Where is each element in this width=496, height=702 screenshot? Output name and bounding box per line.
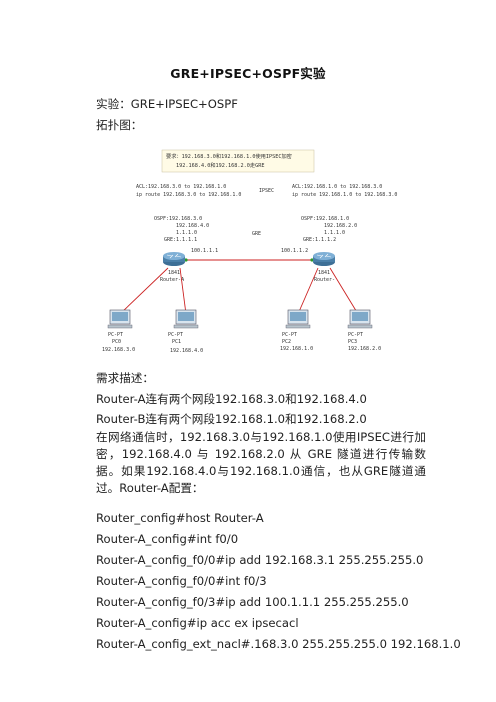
- document-title: GRE+IPSEC+OSPF实验: [170, 66, 326, 81]
- link-pc3: [329, 267, 359, 315]
- req-note-line1: 要求：192.168.3.0和192.168.1.0使用IPSEC加密: [166, 152, 292, 160]
- link-pc2: [297, 267, 319, 315]
- gre-label: GRE: [252, 231, 261, 237]
- router-b-icon: [313, 252, 335, 266]
- ospf-left-1: 192.168.4.0: [176, 223, 209, 229]
- link-pc1: [179, 267, 187, 315]
- config-line-6: Router-A_config_ext_nacl#.168.3.0 255.25…: [96, 637, 461, 651]
- config-line-4: Router-A_config_f0/3#ip add 100.1.1.1 25…: [96, 595, 409, 609]
- ospf-left-2: 1.1.1.0: [176, 230, 197, 236]
- pc3-icon: [347, 309, 373, 329]
- router-a-model: 1841: [168, 270, 180, 276]
- config-line-2: Router-A_config_f0/0#ip add 192.168.3.1 …: [96, 553, 424, 567]
- requirement-note-box: [161, 149, 315, 173]
- pc0-icon: [107, 309, 133, 329]
- pc1-name: PC1: [172, 339, 181, 345]
- ipsec-label: IPSEC: [259, 188, 274, 194]
- ospf-right-3: GRE:1.1.1.2: [303, 237, 336, 243]
- pc3-name: PC3: [348, 339, 357, 345]
- experiment-line: 实验：GRE+IPSEC+OSPF: [96, 97, 238, 111]
- ospf-left-3: GRE:1.1.1.1: [164, 237, 197, 243]
- link-port-b: [310, 258, 314, 262]
- acl-left-line1: ACL:192.168.3.0 to 192.168.1.0: [136, 184, 226, 190]
- pc3-ip: 192.168.2.0: [348, 346, 381, 352]
- requirement-line-2: Router-B连有两个网段192.168.1.0和192.168.2.0: [96, 412, 367, 426]
- req-note-line2: 192.168.4.0和192.168.2.0走GRE: [176, 161, 264, 169]
- pc2-type: PC-PT: [282, 332, 297, 338]
- pc2-icon: [285, 309, 311, 329]
- requirement-paragraph-text: 在网络通信时，192.168.3.0与192.168.1.0使用IPSEC进行加…: [96, 430, 426, 495]
- ospf-right-2: 1.1.1.0: [324, 230, 345, 236]
- config-line-1: Router-A_config#int f0/0: [96, 532, 239, 546]
- pc0-ip: 192.168.3.0: [102, 347, 135, 353]
- topology-label: 拓扑图：: [96, 118, 143, 132]
- acl-right-line2: ip route 192.168.1.0 to 192.168.3.0: [292, 192, 397, 198]
- router-a-name: Router-A: [160, 277, 184, 283]
- pc2-ip: 192.168.1.0: [280, 346, 313, 352]
- link-port-a: [184, 258, 188, 262]
- pc0-type: PC-PT: [108, 332, 123, 338]
- link-pc0: [119, 267, 169, 315]
- requirement-line-1: Router-A连有两个网段192.168.3.0和192.168.4.0: [96, 392, 367, 406]
- config-line-3: Router-A_config_f0/0#int f0/3: [96, 574, 267, 588]
- router-b-name: Router-: [314, 277, 335, 283]
- ospf-left-0: OSPF:192.168.3.0: [154, 216, 202, 222]
- pc1-icon: [173, 309, 199, 329]
- topology-diagram: 要求：192.168.3.0和192.168.1.0使用IPSEC加密 192.…: [102, 149, 397, 354]
- pc3-type: PC-PT: [348, 332, 363, 338]
- link-right-ip: 100.1.1.2: [281, 248, 308, 254]
- config-line-0: Router_config#host Router-A: [96, 511, 264, 525]
- ospf-right-0: OSPF:192.168.1.0: [301, 216, 349, 222]
- pc1-ip: 192.168.4.0: [170, 348, 203, 354]
- config-line-5: Router-A_config#ip acc ex ipsecacl: [96, 616, 299, 630]
- pc1-type: PC-PT: [168, 332, 183, 338]
- requirement-paragraph: 在网络通信时，192.168.3.0与192.168.1.0使用IPSEC进行加…: [96, 429, 426, 497]
- acl-left-line2: ip route 192.168.3.0 to 192.168.1.0: [136, 192, 241, 198]
- router-b-model: 1841: [318, 270, 330, 276]
- router-a-icon: [163, 252, 185, 266]
- pc0-name: PC0: [112, 339, 121, 345]
- ospf-right-1: 192.168.2.0: [324, 223, 357, 229]
- pc2-name: PC2: [282, 339, 291, 345]
- acl-right-line1: ACL:192.168.1.0 to 192.168.3.0: [292, 184, 382, 190]
- requirement-heading: 需求描述：: [96, 371, 154, 385]
- link-left-ip: 100.1.1.1: [191, 248, 218, 254]
